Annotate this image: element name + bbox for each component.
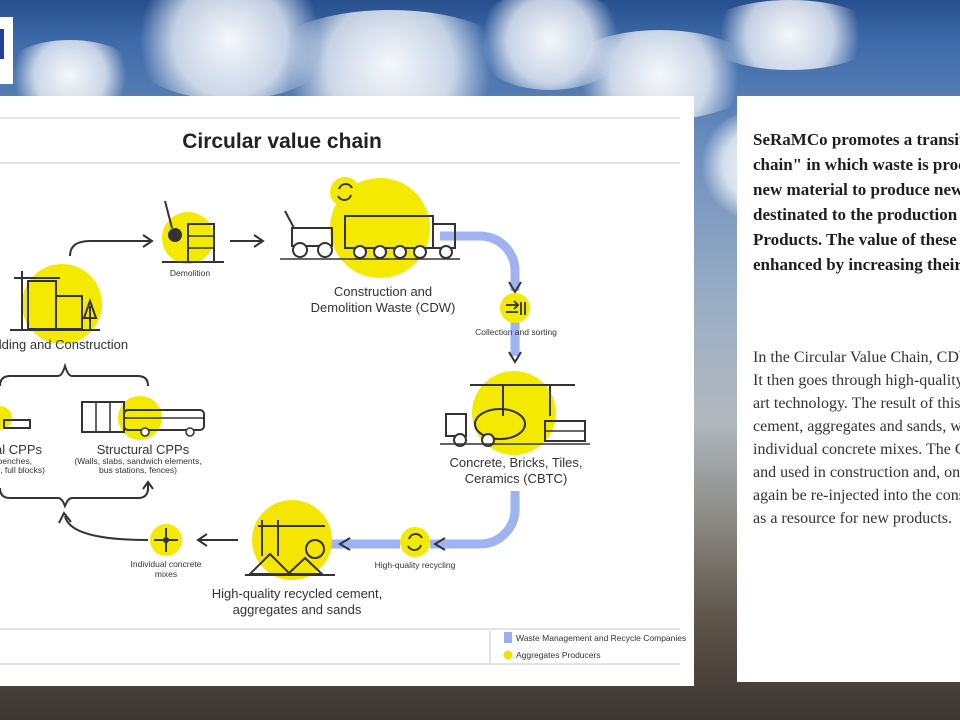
brace-top: [0, 362, 149, 387]
label-nonstruct-title: al CPPs: [0, 442, 42, 457]
label-building: ilding and Construction: [0, 337, 128, 352]
brace-bottom: [0, 487, 149, 509]
flow-cbtc-to-recycling: [430, 491, 520, 549]
label-cdw-line2: Demolition Waste (CDW): [311, 300, 456, 315]
label-mixes-line1: Individual concrete: [131, 559, 202, 569]
structural-cpps-icon: [81, 396, 205, 440]
legend-waste-management: Waste Management and Recycle Companies: [516, 633, 686, 643]
cbtc-mixer-icon: [440, 371, 590, 455]
label-mixes-line2: mixes: [155, 569, 177, 579]
label-structural-sub2: bus stations, fences): [99, 465, 177, 475]
legend-aggregates-producers: Aggregates Producers: [516, 650, 601, 660]
label-nonstruct-sub2: s, full blocks): [0, 465, 45, 475]
label-structural-title: Structural CPPs: [97, 442, 190, 457]
body-paragraph: In the Circular Value Chain, CDW is firs…: [753, 349, 960, 527]
demolition-icon: [162, 200, 224, 264]
diagram-title: Circular value chain: [182, 130, 382, 153]
label-collection: Collection and sorting: [475, 327, 557, 337]
legend-blue-marker: [504, 632, 512, 643]
concrete-mixes-icon: [150, 524, 182, 556]
intro-bold-paragraph: SeRaMCo promotes a transition to a "Circ…: [753, 130, 960, 274]
label-cdw-line1: Construction and: [334, 284, 432, 299]
flow-cdw-to-collection: [440, 231, 520, 291]
text-panel: SeRaMCo promotes a transition to a "Circ…: [737, 96, 960, 682]
label-demolition: Demolition: [170, 268, 210, 278]
label-cbtc-line1: Concrete, Bricks, Tiles,: [450, 455, 583, 470]
label-recycled-line2: aggregates and sands: [233, 602, 362, 617]
label-structural-sub1: (Walls, slabs, sandwich elements,: [74, 456, 201, 466]
label-recycled-line1: High-quality recycled cement,: [212, 586, 383, 601]
arrow-building-to-demolition: [69, 240, 150, 257]
label-hq-recycling: High-quality recycling: [375, 560, 456, 570]
label-nonstruct-sub1: benches,: [0, 456, 32, 466]
building-icon: [10, 264, 102, 344]
legend-yellow-marker: [503, 650, 513, 660]
cdw-truck-icon: [280, 177, 460, 278]
arrow-mixes-to-cpps: [64, 515, 149, 541]
logo-mark: [0, 29, 4, 59]
label-cbtc-line2: Ceramics (CBTC): [465, 471, 568, 486]
collection-sorting-icon: [500, 293, 530, 323]
circular-value-chain-diagram: Circular value chain: [0, 117, 686, 665]
recycling-icon: [400, 527, 430, 557]
site-logo[interactable]: [0, 17, 13, 84]
diagram-panel: Circular value chain: [0, 96, 694, 686]
recycled-materials-icon: [245, 500, 335, 580]
non-structural-cpps-icon: [0, 406, 31, 430]
